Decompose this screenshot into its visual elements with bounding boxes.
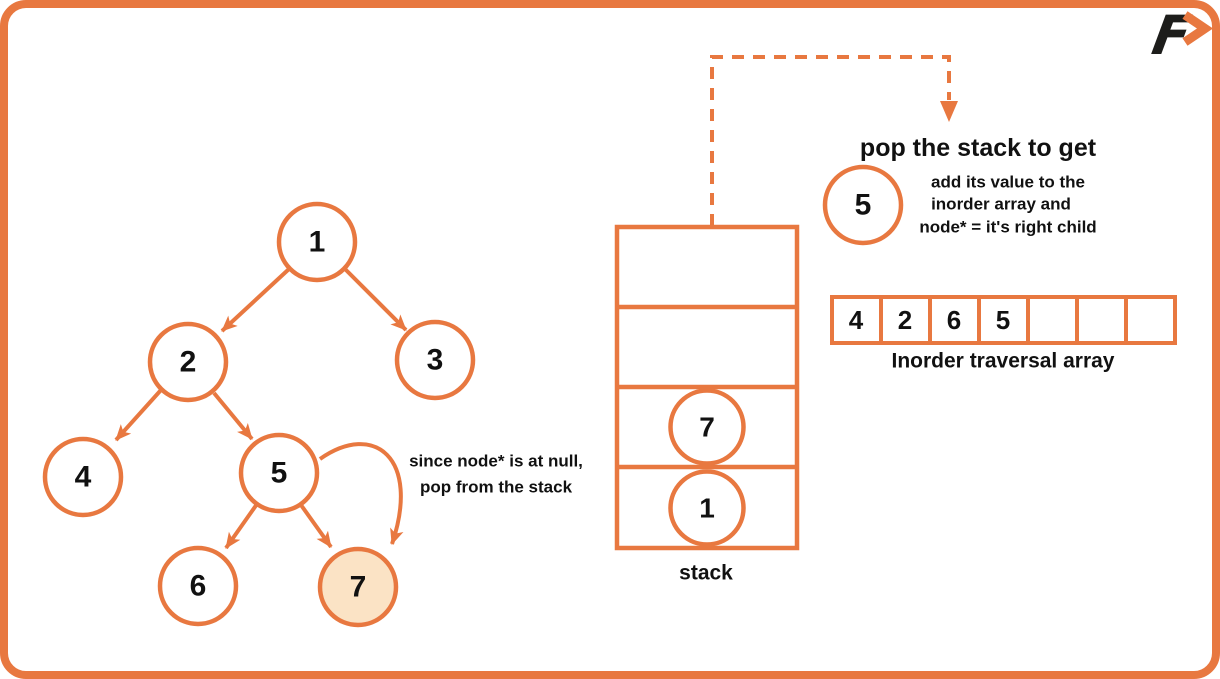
tree-node-6 — [157, 545, 239, 627]
tree-node-3 — [394, 319, 476, 401]
tree-edge-1-2 — [220, 267, 291, 333]
pop-connector-arrowhead-icon — [940, 101, 958, 122]
pop-callout-desc-line3: node* = it's right child — [919, 218, 1096, 237]
tree-edge-5-7 — [299, 503, 333, 549]
inorder-array-label: Inorder traversal array — [892, 350, 1115, 373]
tree-node-7-value: 7 — [350, 571, 367, 604]
tree-node-3-value: 3 — [427, 344, 444, 377]
array-cell-1: 2 — [898, 305, 912, 335]
stack-item-circle-7 — [668, 388, 746, 466]
inorder-array: 4 2 6 5 Inorder traversal array — [830, 295, 1177, 373]
pop-callout-desc-line2: inorder array and — [931, 195, 1071, 214]
tree-node-2-value: 2 — [180, 346, 197, 379]
tree-annotation-line1: since node* is at null, — [409, 452, 583, 471]
tree-annotation-line2: pop from the stack — [420, 478, 573, 497]
tree-edge-2-4 — [114, 388, 163, 442]
binary-tree: 1 2 3 4 5 6 7 since node* is at null, po… — [42, 201, 583, 628]
tree-node-5 — [238, 432, 320, 514]
stack-label: stack — [679, 562, 733, 585]
stack-item-circle-1 — [668, 469, 746, 547]
popped-node-value: 5 — [855, 189, 872, 222]
tree-node-4 — [42, 436, 124, 518]
tree-edge-2-5 — [212, 391, 254, 441]
array-cell-0: 4 — [849, 305, 864, 335]
tree-curved-arrow-5-to-7 — [318, 442, 404, 545]
stack-diagram: 7 1 stack — [614, 224, 800, 585]
tree-node-7-highlighted — [317, 546, 399, 628]
tree-node-6-value: 6 — [190, 570, 207, 603]
tree-node-1-value: 1 — [309, 226, 326, 259]
logo-chevron-icon — [1182, 11, 1214, 46]
array-cell-3: 5 — [996, 305, 1010, 335]
pop-callout-title: pop the stack to get — [860, 134, 1097, 162]
tree-edge-5-6 — [224, 502, 259, 550]
stack-item-7-value: 7 — [699, 412, 715, 443]
pop-dashed-connector — [710, 55, 951, 226]
tree-node-4-value: 4 — [75, 461, 92, 494]
tree-node-5-value: 5 — [271, 457, 288, 490]
popped-node-circle — [822, 164, 904, 246]
array-cell-2: 6 — [947, 305, 961, 335]
tree-node-2 — [147, 321, 229, 403]
pop-callout: pop the stack to get 5 add its value to … — [822, 134, 1097, 246]
array-outline — [830, 295, 1177, 345]
tree-edge-1-3 — [343, 267, 408, 332]
tree-node-1 — [276, 201, 358, 283]
pop-callout-desc-line1: add its value to the — [931, 173, 1085, 192]
brand-logo: F — [1148, 3, 1214, 67]
stack-item-1-value: 1 — [699, 493, 715, 524]
